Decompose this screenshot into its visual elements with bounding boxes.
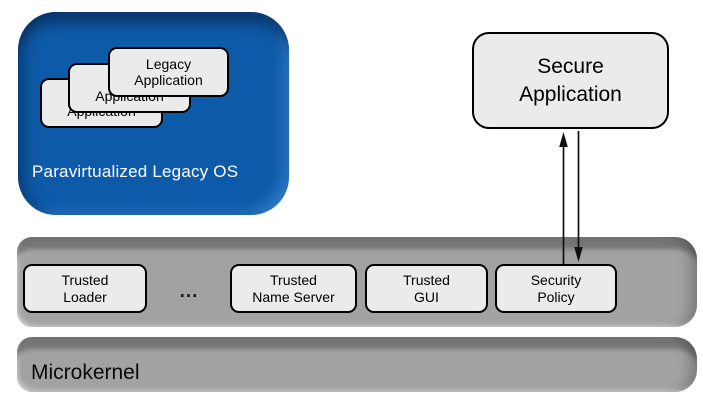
trusted-loader-box: Trusted Loader	[23, 264, 147, 313]
secure-application-label: Secure Application	[519, 55, 622, 106]
microkernel-label: Microkernel	[31, 361, 140, 384]
trusted-name-server-box: Trusted Name Server	[230, 264, 357, 313]
paravirtualized-legacy-os-block: Legacy Application Legacy Application Le…	[18, 12, 289, 215]
security-policy-label: Security Policy	[530, 272, 582, 305]
trusted-loader-label: Trusted Loader	[61, 272, 109, 305]
trusted-name-server-label: Trusted Name Server	[252, 272, 335, 305]
trusted-services-bar: Trusted Loader ... Trusted Name Server T…	[17, 237, 697, 327]
trusted-gui-label: Trusted GUI	[403, 272, 450, 305]
legacy-application-label: Legacy Application	[134, 55, 203, 88]
legacy-application-box-front: Legacy Application	[108, 47, 229, 97]
paravirtualized-legacy-os-label: Paravirtualized Legacy OS	[32, 162, 239, 181]
security-policy-box: Security Policy	[495, 264, 617, 313]
more-services-ellipsis: ...	[179, 280, 199, 302]
secure-application-box: Secure Application	[472, 32, 669, 129]
microkernel-bar: Microkernel	[17, 337, 697, 392]
trusted-gui-box: Trusted GUI	[365, 264, 488, 313]
